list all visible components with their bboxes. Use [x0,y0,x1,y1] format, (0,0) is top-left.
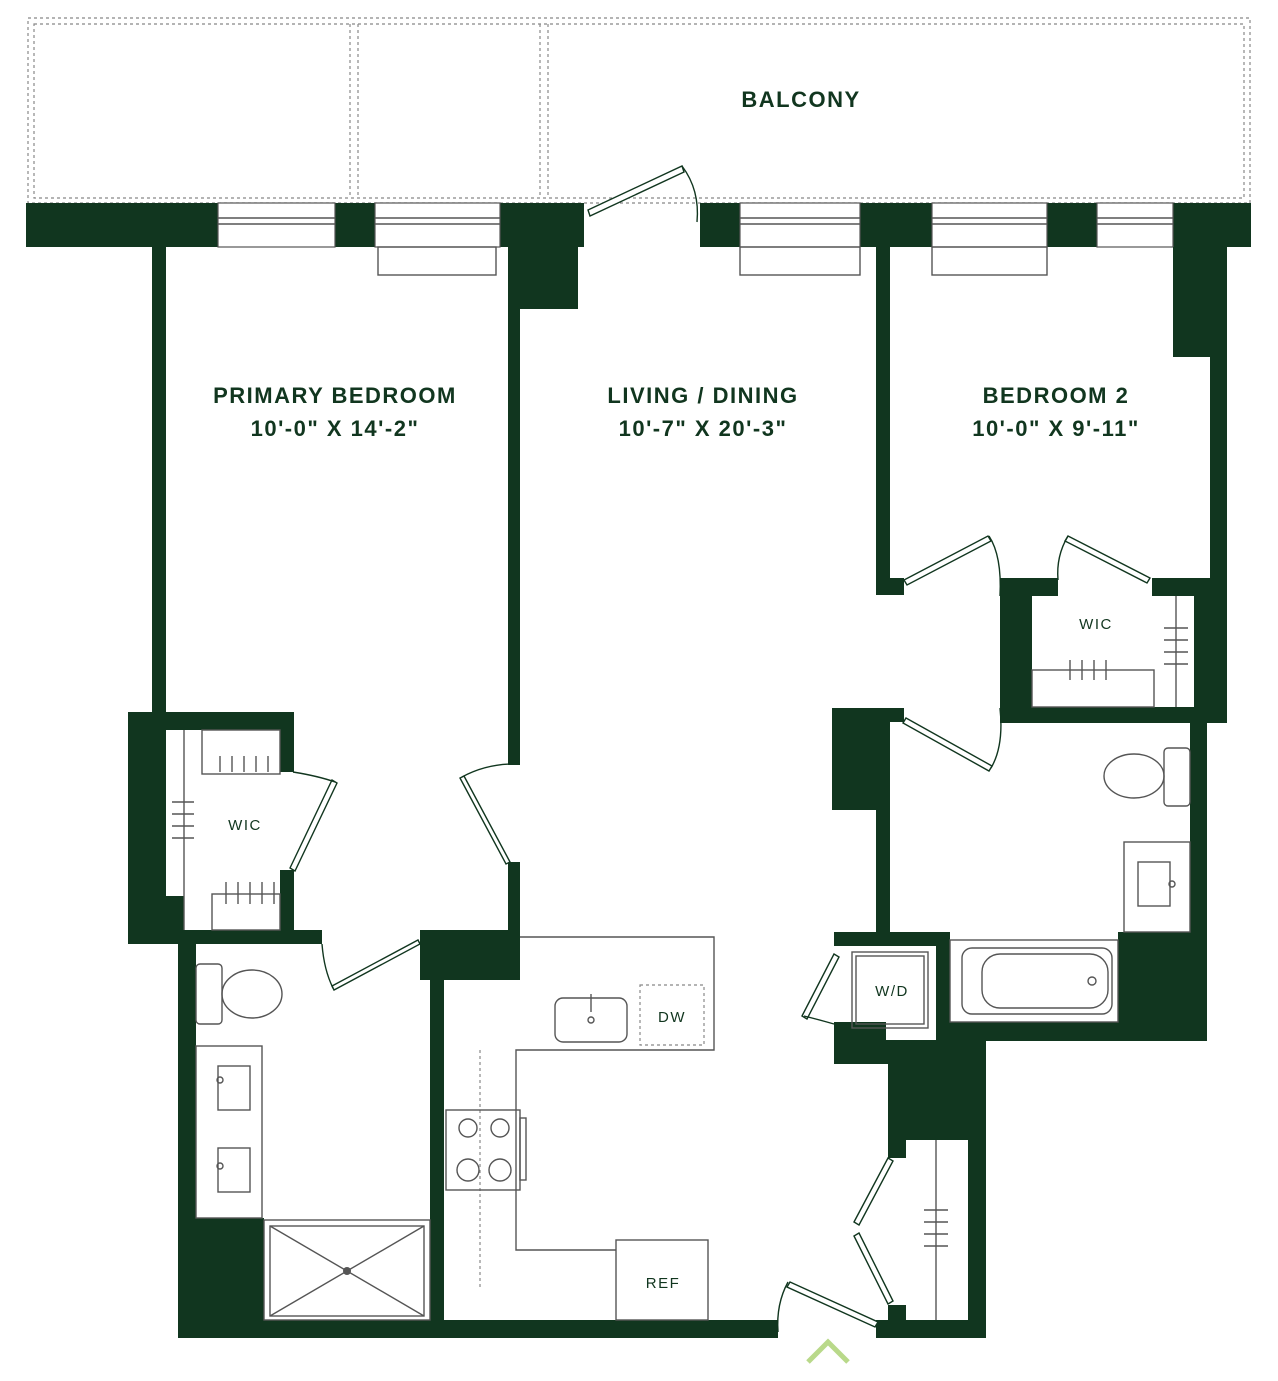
bath-2-fixtures [949,747,1191,1023]
living-dining-size: 10'-7" X 20'-3" [619,416,788,441]
primary-wic-shelving [172,729,281,931]
bath-1-fixtures [195,963,431,1321]
door-bedroom-2[interactable] [903,535,1001,597]
dishwasher-label: DW [658,1009,686,1026]
chevron-up-icon [806,1338,850,1364]
primary-bedroom-size: 10'-0" X 14'-2" [251,416,420,441]
door-entry[interactable] [777,1281,880,1333]
primary-bedroom-label: PRIMARY BEDROOM [213,383,457,408]
walls [128,247,1227,1338]
wic-2-label: WIC [1079,616,1113,633]
primary-wic-label: WIC [228,817,262,834]
door-bath-1[interactable] [321,939,421,991]
door-primary-bedroom[interactable] [459,763,515,865]
windows [217,202,1174,276]
balcony-door[interactable] [587,165,699,223]
kitchen [445,936,715,1321]
bedroom-2-label: BEDROOM 2 [983,383,1130,408]
balcony [27,17,1251,204]
exterior-wall-top [26,203,1251,247]
door-wd-closet[interactable] [801,953,840,1025]
door-primary-wic[interactable] [289,771,338,872]
door-wic-2[interactable] [1057,535,1151,584]
refrigerator-label: REF [646,1275,681,1292]
living-dining-label: LIVING / DINING [607,383,798,408]
door-coat-closet[interactable] [853,1157,894,1305]
door-bath-2[interactable] [902,707,1002,772]
washer-dryer-label: W/D [875,983,909,1000]
wic-2-shelving [1031,596,1188,708]
bedroom-2-size: 10'-0" X 9'-11" [972,416,1140,441]
balcony-label: BALCONY [741,87,860,112]
coat-closet-shelving [924,1140,948,1320]
washer-dryer [851,951,929,1029]
